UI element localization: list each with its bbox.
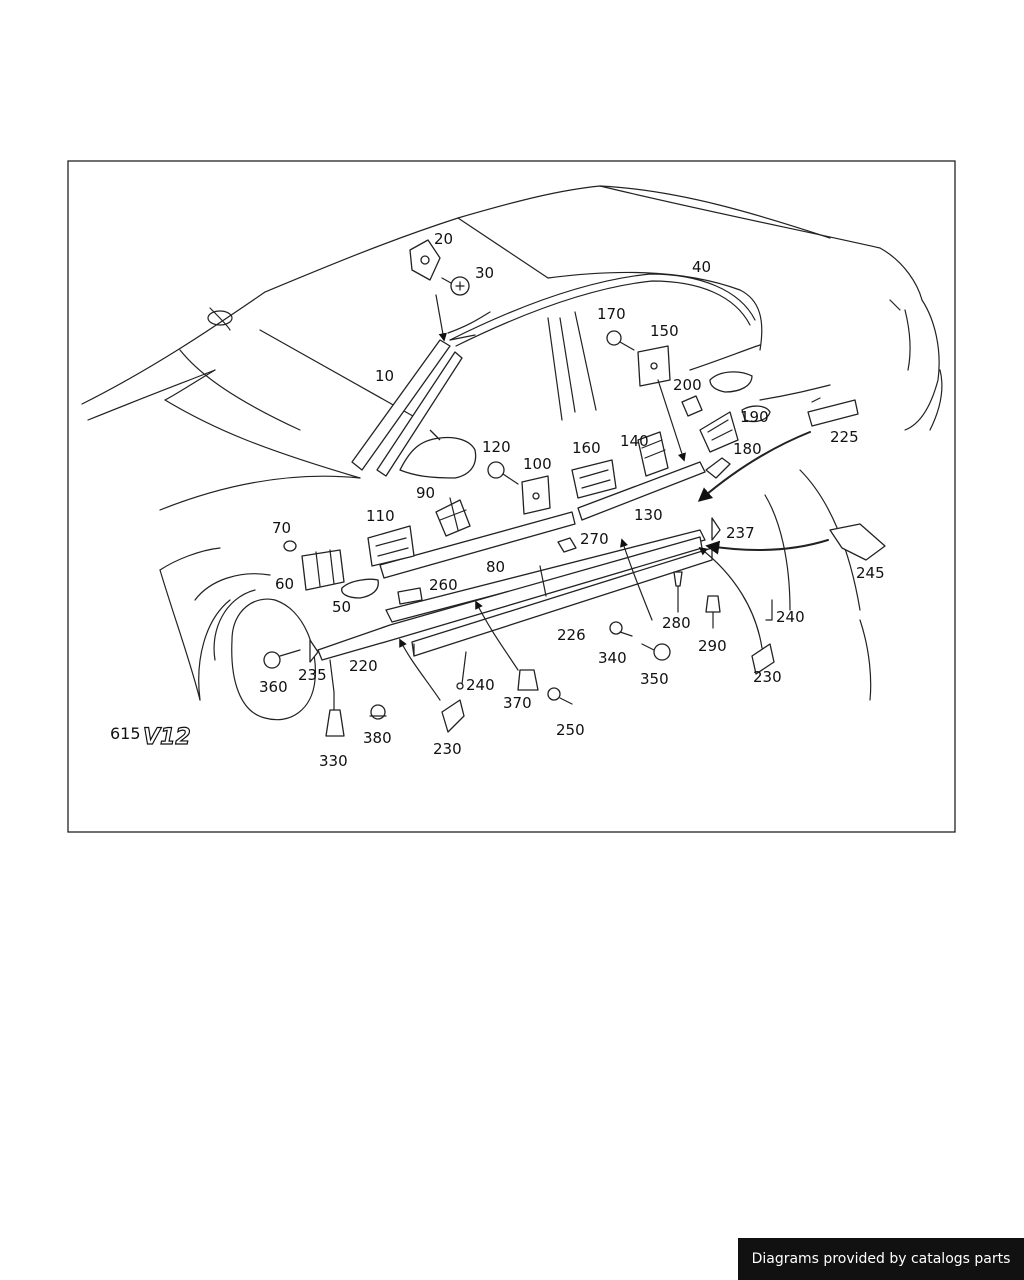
callout-330: 330 — [319, 752, 348, 770]
callout-230-right: 230 — [753, 668, 782, 686]
roof-rail-molding — [447, 273, 756, 347]
callout-360: 360 — [259, 678, 288, 696]
callout-250: 250 — [556, 721, 585, 739]
callout-60: 60 — [275, 575, 294, 593]
callout-90: 90 — [416, 484, 435, 502]
callout-235: 235 — [298, 666, 327, 684]
callout-237: 237 — [726, 524, 755, 542]
callout-160: 160 — [572, 439, 601, 457]
callout-190: 190 — [740, 408, 769, 426]
door-moldings — [317, 461, 713, 661]
callout-290: 290 — [698, 637, 727, 655]
callout-30: 30 — [475, 264, 494, 282]
callout-270: 270 — [580, 530, 609, 548]
callout-140: 140 — [620, 432, 649, 450]
callout-240-left: 240 — [466, 676, 495, 694]
callout-100: 100 — [523, 455, 552, 473]
callout-120: 120 — [482, 438, 511, 456]
callout-230-left: 230 — [433, 740, 462, 758]
callout-20: 20 — [434, 230, 453, 248]
diagram-frame — [67, 160, 956, 833]
fasteners — [263, 239, 886, 737]
leader-lines — [329, 294, 829, 701]
engine-badge-v12: V12 — [143, 725, 191, 750]
callout-110: 110 — [366, 507, 395, 525]
callout-245: 245 — [856, 564, 885, 582]
a-pillar-trim — [351, 334, 476, 477]
callout-labels: 10 20 30 40 50 60 70 80 90 100 110 120 1… — [259, 230, 885, 770]
callout-170: 170 — [597, 305, 626, 323]
callout-180: 180 — [733, 440, 762, 458]
callout-380: 380 — [363, 729, 392, 747]
car-body-outline — [81, 185, 943, 721]
callout-80: 80 — [486, 558, 505, 576]
callout-220: 220 — [349, 657, 378, 675]
callout-50: 50 — [332, 598, 351, 616]
footer-credit: Diagrams provided by catalogs parts — [738, 1238, 1024, 1280]
callout-260: 260 — [429, 576, 458, 594]
callout-280: 280 — [662, 614, 691, 632]
callout-240-right: 240 — [776, 608, 805, 626]
callout-10: 10 — [375, 367, 394, 385]
callout-150: 150 — [650, 322, 679, 340]
callout-40: 40 — [692, 258, 711, 276]
callout-370: 370 — [503, 694, 532, 712]
callout-350: 350 — [640, 670, 669, 688]
callout-340: 340 — [598, 649, 627, 667]
callout-225: 225 — [830, 428, 859, 446]
callout-70: 70 — [272, 519, 291, 537]
callout-200: 200 — [673, 376, 702, 394]
callout-130: 130 — [634, 506, 663, 524]
callout-226: 226 — [557, 626, 586, 644]
model-code: 615 — [110, 724, 141, 743]
